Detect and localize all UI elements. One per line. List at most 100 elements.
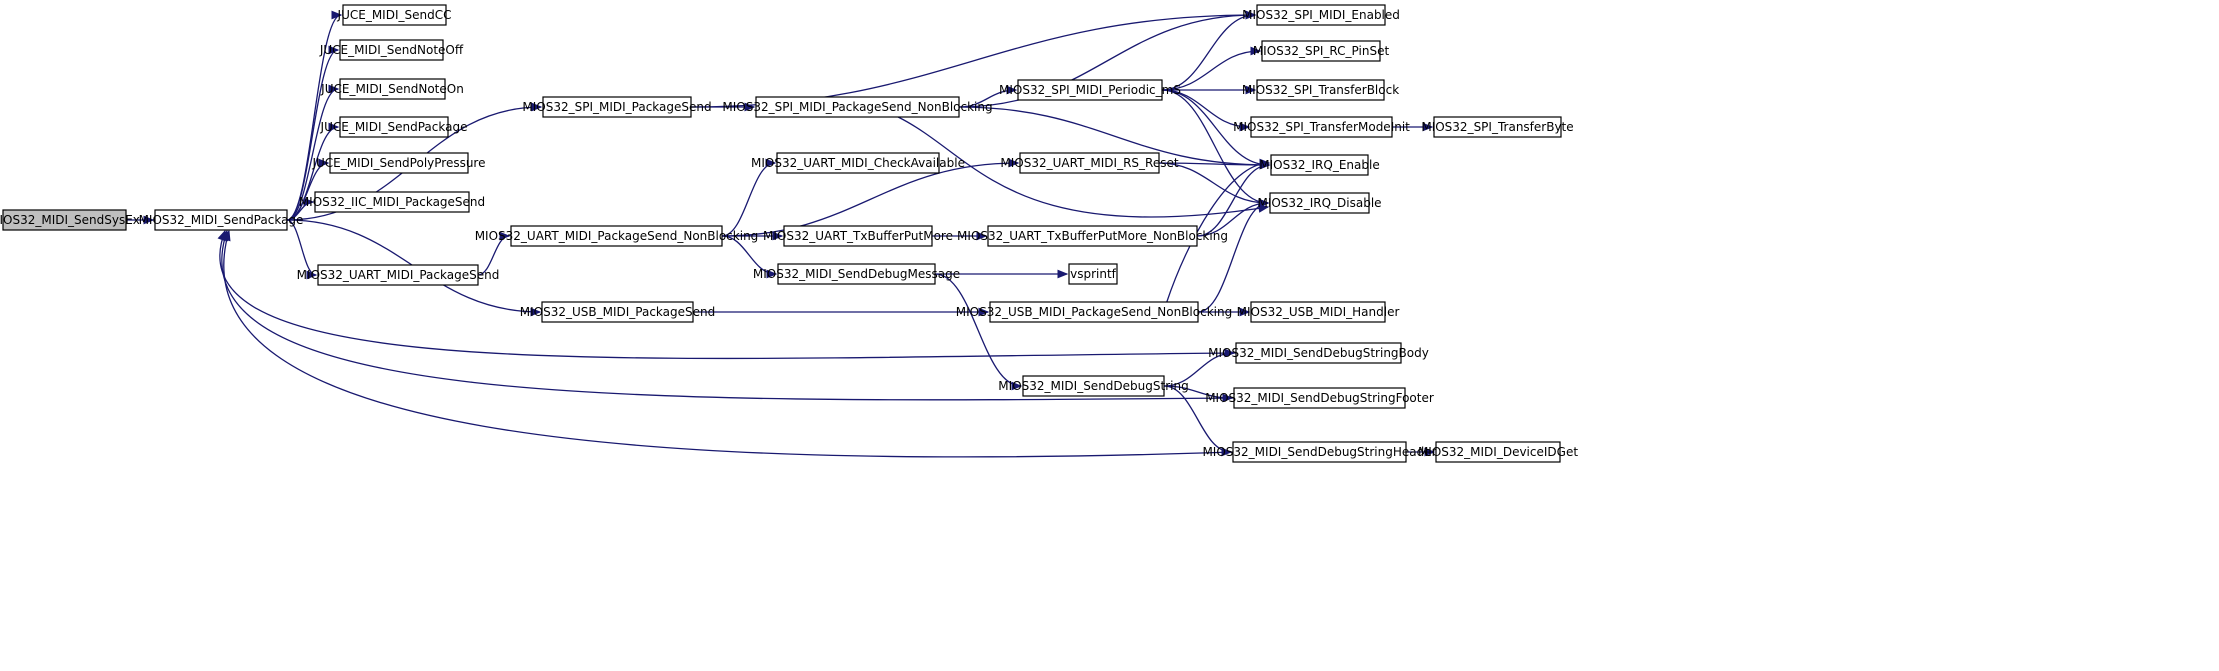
edge-line bbox=[1158, 162, 1269, 204]
edge-line bbox=[1196, 164, 1270, 237]
edge-arrowhead bbox=[1239, 307, 1251, 317]
node-label: MIOS32_UART_MIDI_PackageSend_NonBlocking bbox=[475, 229, 759, 243]
node-box[interactable] bbox=[1017, 79, 1163, 101]
node-juce-poly[interactable]: JUCE_MIDI_SendPolyPressure bbox=[311, 152, 486, 174]
node-box[interactable] bbox=[987, 225, 1198, 247]
node-box[interactable] bbox=[1433, 116, 1562, 138]
node-juce-noteoff[interactable]: JUCE_MIDI_SendNoteOff bbox=[319, 39, 464, 61]
node-box[interactable] bbox=[1235, 342, 1402, 364]
node-spi-transferbyte[interactable]: MIOS32_SPI_TransferByte bbox=[1421, 116, 1574, 138]
node-uart-send-nb[interactable]: MIOS32_UART_MIDI_PackageSend_NonBlocking bbox=[475, 225, 759, 247]
node-dbg-header[interactable]: MIOS32_MIDI_SendDebugStringHeader bbox=[1202, 441, 1437, 463]
edge-arrowhead bbox=[303, 197, 315, 207]
node-box[interactable] bbox=[1256, 4, 1386, 26]
node-box[interactable] bbox=[329, 152, 469, 174]
edge-arrowhead bbox=[222, 229, 231, 242]
node-box[interactable] bbox=[339, 116, 449, 138]
node-box[interactable] bbox=[342, 4, 447, 26]
edge-line bbox=[221, 230, 1235, 401]
edge-arrowhead bbox=[331, 10, 343, 20]
node-label: MIOS32_MIDI_DeviceIDGet bbox=[1418, 445, 1578, 459]
node-spi-periodic[interactable]: MIOS32_SPI_MIDI_Periodic_mS bbox=[999, 79, 1181, 101]
node-uart-checkavail[interactable]: MIOS32_UART_MIDI_CheckAvailable bbox=[751, 152, 965, 174]
node-box[interactable] bbox=[777, 263, 936, 285]
node-label: JUCE_MIDI_SendNoteOn bbox=[320, 82, 464, 96]
node-uart-send[interactable]: MIOS32_UART_MIDI_PackageSend bbox=[297, 264, 500, 286]
node-spi-send-nb[interactable]: MIOS32_SPI_MIDI_PackageSend_NonBlocking bbox=[722, 96, 993, 118]
node-senddebugmsg[interactable]: MIOS32_MIDI_SendDebugMessage bbox=[753, 263, 960, 285]
node-usb-handler[interactable]: MIOS32_USB_MIDI_Handler bbox=[1237, 301, 1400, 323]
edge-arrowhead bbox=[1057, 269, 1069, 279]
node-spi-send[interactable]: MIOS32_SPI_MIDI_PackageSend bbox=[522, 96, 712, 118]
node-label: MIOS32_SPI_MIDI_PackageSend_NonBlocking bbox=[722, 100, 992, 114]
node-label: MIOS32_IRQ_Enable bbox=[1259, 158, 1379, 172]
edge-senddebugmsg-to-vsprintf bbox=[934, 269, 1069, 279]
node-box[interactable] bbox=[1232, 441, 1407, 463]
node-box[interactable] bbox=[1250, 301, 1386, 323]
edge-arrowhead bbox=[1245, 85, 1257, 95]
node-uart-rsreset[interactable]: MIOS32_UART_MIDI_RS_Reset bbox=[1000, 152, 1179, 174]
node-iic-send[interactable]: MIOS32_IIC_MIDI_PackageSend bbox=[299, 191, 485, 213]
node-box[interactable] bbox=[1019, 152, 1160, 174]
node-box[interactable] bbox=[542, 96, 692, 118]
node-spi-transfermodeinit[interactable]: MIOS32_SPI_TransferModeInit bbox=[1233, 116, 1410, 138]
edge-usb-send-nb-to-usb-handler bbox=[1197, 307, 1251, 317]
edge-dbg-header-to-deviceidget bbox=[1406, 447, 1436, 457]
node-box[interactable] bbox=[510, 225, 723, 247]
edge-arrowhead bbox=[328, 122, 340, 132]
node-spi-enabled[interactable]: MIOS32_SPI_MIDI_Enabled bbox=[1242, 4, 1400, 26]
node-label: JUCE_MIDI_SendPolyPressure bbox=[311, 156, 485, 170]
node-juce-package[interactable]: JUCE_MIDI_SendPackage bbox=[320, 116, 468, 138]
edge-usb-send-nb-to-irq-enable bbox=[1166, 158, 1271, 303]
edge-arrowhead bbox=[1011, 381, 1023, 391]
edge-sendsysex-to-sendpackage bbox=[126, 215, 155, 225]
node-box[interactable] bbox=[776, 152, 940, 174]
node-box[interactable] bbox=[1270, 154, 1369, 176]
node-box[interactable] bbox=[1261, 40, 1381, 62]
node-deviceidget[interactable]: MIOS32_MIDI_DeviceIDGet bbox=[1418, 441, 1578, 463]
node-label: MIOS32_UART_MIDI_CheckAvailable bbox=[751, 156, 965, 170]
node-box[interactable] bbox=[755, 96, 960, 118]
node-dbg-body[interactable]: MIOS32_MIDI_SendDebugStringBody bbox=[1208, 342, 1429, 364]
node-spi-transferblock[interactable]: MIOS32_SPI_TransferBlock bbox=[1242, 79, 1399, 101]
edge-spi-transfermodeinit-to-spi-transferbyte bbox=[1392, 122, 1434, 132]
node-juce-noteon[interactable]: JUCE_MIDI_SendNoteOn bbox=[320, 78, 464, 100]
node-senddebugstring[interactable]: MIOS32_MIDI_SendDebugString bbox=[998, 375, 1189, 397]
node-uart-txputmore[interactable]: MIOS32_UART_TxBufferPutMore bbox=[763, 225, 953, 247]
node-box[interactable] bbox=[1435, 441, 1561, 463]
node-usb-send[interactable]: MIOS32_USB_MIDI_PackageSend bbox=[520, 301, 716, 323]
node-box[interactable] bbox=[2, 209, 127, 231]
node-box[interactable] bbox=[317, 264, 479, 286]
node-box[interactable] bbox=[339, 39, 444, 61]
node-spi-rcpinset[interactable]: MIOS32_SPI_RC_PinSet bbox=[1253, 40, 1390, 62]
node-uart-txputmore-nb[interactable]: MIOS32_UART_TxBufferPutMore_NonBlocking bbox=[957, 225, 1228, 247]
edge-dbg-header-to-sendpackage bbox=[222, 229, 1234, 458]
node-box[interactable] bbox=[154, 209, 288, 231]
node-label: MIOS32_MIDI_SendDebugStringBody bbox=[1208, 346, 1429, 360]
node-irq-enable[interactable]: MIOS32_IRQ_Enable bbox=[1259, 154, 1380, 176]
node-box[interactable] bbox=[541, 301, 694, 323]
node-vsprintf[interactable]: vsprintf bbox=[1068, 263, 1118, 285]
node-box[interactable] bbox=[1269, 192, 1370, 214]
node-irq-disable[interactable]: MIOS32_IRQ_Disable bbox=[1257, 192, 1382, 214]
edge-arrowhead bbox=[1245, 10, 1257, 20]
node-box[interactable] bbox=[339, 78, 446, 100]
node-box[interactable] bbox=[1022, 375, 1165, 397]
node-sendpackage[interactable]: MIOS32_MIDI_SendPackage bbox=[139, 209, 304, 231]
node-box[interactable] bbox=[1256, 79, 1385, 101]
node-box[interactable] bbox=[1233, 387, 1406, 409]
node-juce-cc[interactable]: JUCE_MIDI_SendCC bbox=[337, 4, 452, 26]
node-dbg-footer[interactable]: MIOS32_MIDI_SendDebugStringFooter bbox=[1205, 387, 1434, 409]
node-box[interactable] bbox=[314, 191, 470, 213]
node-label: vsprintf bbox=[1070, 267, 1117, 281]
edge-senddebugmsg-to-senddebugstring bbox=[934, 273, 1023, 391]
node-box[interactable] bbox=[783, 225, 933, 247]
node-box[interactable] bbox=[1068, 263, 1118, 285]
edge-line bbox=[286, 88, 339, 221]
node-box[interactable] bbox=[1250, 116, 1393, 138]
node-usb-send-nb[interactable]: MIOS32_USB_MIDI_PackageSend_NonBlocking bbox=[956, 301, 1232, 323]
edge-arrowhead bbox=[1424, 447, 1436, 457]
node-sendsysex[interactable]: MIOS32_MIDI_SendSysEx bbox=[0, 209, 140, 231]
node-box[interactable] bbox=[989, 301, 1199, 323]
edge-line bbox=[958, 106, 1270, 166]
